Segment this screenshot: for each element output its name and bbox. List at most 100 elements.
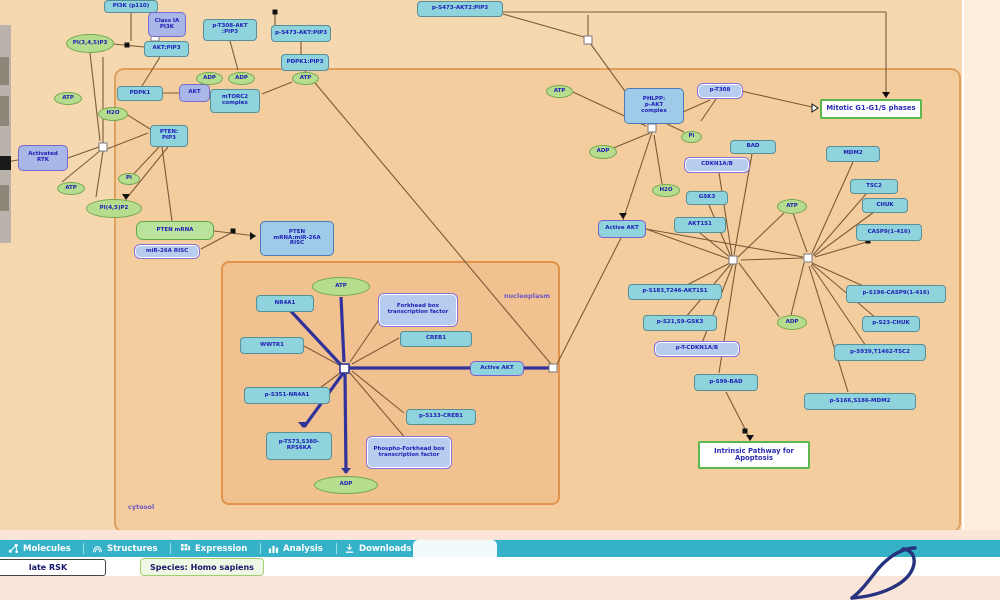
reaction-edge[interactable] xyxy=(653,134,663,185)
node-p-akt1s1[interactable]: p-S183,T246-AKT1S1 xyxy=(628,284,722,300)
node-p-nr4a1[interactable]: p-S351-NR4A1 xyxy=(244,387,330,404)
reaction-edge[interactable] xyxy=(349,314,383,363)
node-pdpk1[interactable]: PDPK1 xyxy=(117,86,163,101)
node-adp-b[interactable]: ADP xyxy=(228,72,255,85)
reaction-edge[interactable] xyxy=(718,172,733,257)
reaction-edge[interactable] xyxy=(125,113,151,130)
reaction-edge[interactable] xyxy=(811,263,877,319)
reaction-edge[interactable] xyxy=(737,212,785,258)
node-adp-c[interactable]: ADP xyxy=(589,145,617,159)
reaction-edge[interactable] xyxy=(700,98,717,122)
node-p-creb1[interactable]: p-S133-CREB1 xyxy=(406,409,476,425)
reaction-edge[interactable] xyxy=(808,265,849,393)
reaction-edge[interactable] xyxy=(125,146,169,200)
node-pip2[interactable]: PI(4,5)P2 xyxy=(86,199,142,218)
reaction-edge[interactable] xyxy=(813,211,875,257)
node-p-chuk[interactable]: p-S23-CHUK xyxy=(862,316,920,332)
node-pt308-akt-pip3[interactable]: p-T308-AKT :PIP3 xyxy=(203,19,257,41)
node-pdpk1-pip3[interactable]: PDPK1:PIP3 xyxy=(281,54,329,71)
reaction-edge[interactable] xyxy=(666,123,685,133)
node-atp-d[interactable]: ATP xyxy=(546,85,573,98)
selected-event-button[interactable]: late RSK xyxy=(0,559,106,576)
node-pi3k-top[interactable]: PI3K (p110) xyxy=(104,0,158,13)
tab-expression[interactable]: Expression xyxy=(180,540,247,557)
reaction-edge[interactable] xyxy=(141,56,161,87)
node-mir26a-risc[interactable]: miR-26A RISC xyxy=(134,244,200,259)
reaction-edge[interactable] xyxy=(810,264,867,347)
reaction-edge[interactable] xyxy=(95,150,104,198)
node-pip3[interactable]: PI(3,4,5)P3 xyxy=(66,34,114,53)
node-nuc-atp[interactable]: ATP xyxy=(312,277,370,296)
reaction-edge[interactable] xyxy=(811,262,871,290)
node-adp-d[interactable]: ADP xyxy=(777,315,807,330)
reaction-node-port[interactable] xyxy=(647,123,657,133)
reaction-edge[interactable] xyxy=(67,146,100,159)
reaction-edge[interactable] xyxy=(303,345,342,367)
highlighted-reaction-edge[interactable] xyxy=(339,296,346,363)
tab-downloads[interactable]: Downloads xyxy=(344,540,411,557)
node-p-bad[interactable]: p-S99-BAD xyxy=(694,374,758,391)
reaction-edge[interactable] xyxy=(351,370,405,414)
node-akt1s1[interactable]: AKT1S1 xyxy=(674,217,726,233)
reaction-edge[interactable] xyxy=(349,372,408,441)
reaction-edge[interactable] xyxy=(106,132,149,150)
node-nr4a1[interactable]: NR4A1 xyxy=(256,295,314,312)
reaction-edge[interactable] xyxy=(61,149,102,183)
node-mitotic-phases[interactable]: Mitotic G1-G1/S phases xyxy=(820,99,922,119)
reaction-edge[interactable] xyxy=(701,263,734,344)
node-atp-c[interactable]: ATP xyxy=(57,182,85,195)
reaction-edge[interactable] xyxy=(812,193,867,256)
reaction-edge[interactable] xyxy=(89,52,101,142)
reaction-edge[interactable] xyxy=(261,81,293,95)
node-atp-b[interactable]: ATP xyxy=(292,72,319,85)
tab-analysis[interactable]: Analysis xyxy=(268,540,323,557)
node-active-akt-nuc[interactable]: Active AKT xyxy=(470,361,524,376)
reaction-edge[interactable] xyxy=(304,70,552,365)
node-p-akt-pip3-top[interactable]: p-S473-AKT2:PIP3 xyxy=(417,1,503,17)
reaction-edge[interactable] xyxy=(814,240,871,258)
node-adp-a[interactable]: ADP xyxy=(196,72,223,85)
reaction-node-port[interactable] xyxy=(98,142,108,152)
reaction-edge[interactable] xyxy=(161,146,173,222)
node-phlpp-akt[interactable]: PHLPP: p-AKT complex xyxy=(624,88,684,124)
node-h2o-b[interactable]: H2O xyxy=(652,184,680,197)
node-p-cdkn1ab[interactable]: p-T-CDKN1A/B xyxy=(654,341,740,357)
node-p-foxo-set[interactable]: Phospho-Forkhead box transcription facto… xyxy=(366,436,452,469)
node-nuc-adp[interactable]: ADP xyxy=(314,476,378,494)
node-cdkn1ab[interactable]: CDKN1A/B xyxy=(684,157,750,173)
node-akt[interactable]: AKT xyxy=(179,84,210,102)
node-pten-mrna[interactable]: PTEN mRNA xyxy=(136,221,214,240)
node-p-mdm2[interactable]: p-S166,S186-MDM2 xyxy=(804,393,916,410)
reaction-edge[interactable] xyxy=(200,232,232,250)
species-button[interactable]: Species: Homo sapiens xyxy=(140,558,264,576)
reaction-edge[interactable] xyxy=(351,337,400,365)
node-atp-a[interactable]: ATP xyxy=(54,92,82,105)
reaction-edge[interactable] xyxy=(811,161,854,254)
reaction-edge[interactable] xyxy=(699,232,732,259)
reaction-edge[interactable] xyxy=(790,262,805,316)
reaction-edge[interactable] xyxy=(738,262,780,318)
reaction-edge[interactable] xyxy=(725,391,746,430)
node-akt-pip3[interactable]: AKT:PIP3 xyxy=(144,41,189,57)
reaction-edge[interactable] xyxy=(229,40,239,71)
node-tsc2[interactable]: TSC2 xyxy=(850,179,898,194)
node-wwtr1[interactable]: WWTR1 xyxy=(240,337,304,354)
node-pten-mrna-risc[interactable]: PTEN mRNA:miR-26A RISC xyxy=(260,221,334,256)
node-p-t308[interactable]: p-T308 xyxy=(697,83,743,99)
node-chuk[interactable]: CHUK xyxy=(862,198,908,213)
reaction-node-port[interactable] xyxy=(803,253,813,263)
reaction-edge[interactable] xyxy=(319,372,341,389)
node-p-casp9[interactable]: p-S196-CASP9(1-416) xyxy=(846,285,946,303)
reaction-edge[interactable] xyxy=(555,237,622,367)
node-h2o-a[interactable]: H2O xyxy=(98,107,128,121)
reaction-node-port[interactable] xyxy=(548,363,558,373)
reaction-edge[interactable] xyxy=(740,257,804,261)
reaction-edge[interactable] xyxy=(502,13,585,38)
node-p-rsk[interactable]: p-T573,S380- RPS6KA xyxy=(266,432,332,460)
tab-molecules[interactable]: Molecules xyxy=(8,540,71,557)
highlighted-reaction-port[interactable] xyxy=(339,363,350,374)
reaction-edge[interactable] xyxy=(622,131,653,221)
node-active-akt[interactable]: Active AKT xyxy=(598,220,646,238)
node-pten-pip3[interactable]: PTEN: PIP3 xyxy=(150,125,188,147)
node-ps473-akt-pip3[interactable]: p-S473-AKT:PIP3 xyxy=(271,25,331,42)
